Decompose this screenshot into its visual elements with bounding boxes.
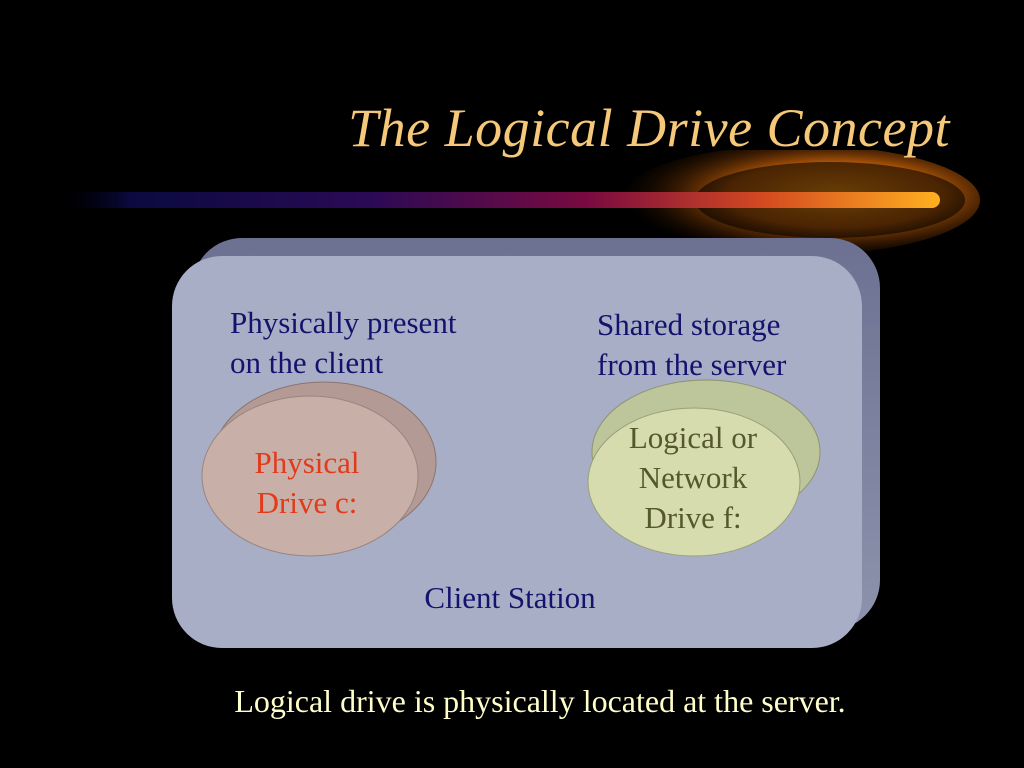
server-label-line2: from the server bbox=[597, 347, 787, 382]
client-label-line2: on the client bbox=[230, 345, 384, 380]
physical-drive-line1: Physical bbox=[254, 445, 360, 480]
logical-drive-disk bbox=[587, 379, 821, 557]
physical-drive-line2: Drive c: bbox=[256, 485, 358, 520]
server-label-line1: Shared storage bbox=[597, 307, 781, 342]
footnote: Logical drive is physically located at t… bbox=[234, 683, 846, 719]
logical-drive-label: Logical or Network Drive f: bbox=[598, 418, 788, 538]
client-label: Physically present on the client bbox=[230, 303, 530, 383]
client-station-label: Client Station bbox=[424, 580, 596, 615]
server-label: Shared storage from the server bbox=[597, 305, 857, 385]
logical-drive-line3: Drive f: bbox=[644, 500, 742, 535]
logical-drive-line1: Logical or bbox=[628, 420, 758, 455]
client-label-line1: Physically present bbox=[230, 305, 457, 340]
decorative-gradient-bar bbox=[60, 150, 980, 255]
physical-drive-label: Physical Drive c: bbox=[212, 443, 402, 523]
slide-title: The Logical Drive Concept bbox=[348, 98, 950, 158]
physical-drive-disk bbox=[201, 381, 437, 557]
logical-drive-line2: Network bbox=[638, 460, 748, 495]
